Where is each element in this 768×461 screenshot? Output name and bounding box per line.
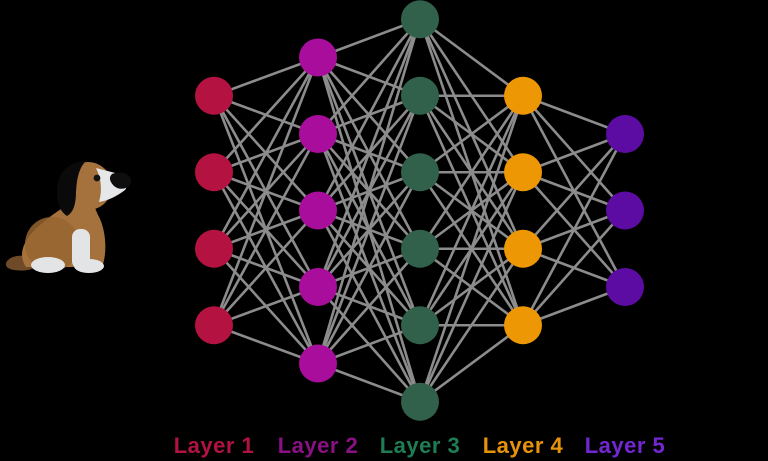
- layer-4-node-2: [504, 153, 542, 192]
- layer-2-node-3: [299, 191, 337, 230]
- edge: [316, 18, 422, 364]
- edge: [419, 324, 524, 403]
- edge: [418, 95, 525, 326]
- edge: [418, 95, 525, 250]
- layer-3-node-5: [401, 306, 439, 345]
- network-nodes: [195, 0, 644, 421]
- edge: [418, 95, 525, 403]
- dog-illustration: [5, 161, 132, 273]
- edge: [213, 56, 319, 174]
- edge: [521, 133, 627, 326]
- edge: [316, 171, 422, 365]
- edge: [418, 171, 525, 403]
- layer-3-label: Layer 3: [379, 433, 461, 458]
- layer-5-node-3: [606, 268, 644, 306]
- layer-1-node-3: [195, 229, 233, 268]
- dog-hind-paw: [31, 257, 65, 273]
- layer-2-node-1: [299, 38, 337, 77]
- layer-2-node-4: [299, 268, 337, 306]
- edge: [317, 247, 421, 365]
- layer-3-node-3: [401, 153, 439, 192]
- edge: [212, 56, 320, 250]
- layer-2-node-5: [299, 344, 337, 383]
- layer-5-node-2: [606, 191, 644, 230]
- network-edges: [212, 18, 627, 403]
- layer-4-node-4: [504, 306, 542, 345]
- layer-3-node-4: [401, 229, 439, 268]
- layer-1-node-2: [195, 153, 233, 192]
- edge: [418, 248, 525, 403]
- edge: [522, 209, 626, 327]
- dog-haunch: [25, 217, 79, 271]
- edge: [316, 18, 422, 212]
- layer-4-node-3: [504, 229, 542, 268]
- layer-4-node-1: [504, 76, 542, 115]
- layer-3-node-6: [401, 382, 439, 421]
- layer-2-label: Layer 2: [277, 433, 359, 458]
- layer-2-node-2: [299, 115, 337, 153]
- layer-5-label: Layer 5: [584, 433, 666, 458]
- edge: [212, 57, 320, 326]
- edge: [316, 18, 422, 288]
- dog-nose: [109, 172, 132, 189]
- edge: [317, 18, 421, 135]
- dog-front-paw: [74, 259, 104, 273]
- dog-front-leg: [72, 229, 90, 269]
- layer-4-label: Layer 4: [482, 433, 564, 458]
- layer-1-node-1: [195, 76, 233, 115]
- layer-5-node-1: [606, 115, 644, 153]
- layer-3-node-1: [401, 0, 439, 39]
- layer-1-node-4: [195, 306, 233, 345]
- layer-1-label: Layer 1: [173, 433, 255, 458]
- dog-ear: [56, 161, 86, 216]
- edge: [419, 18, 524, 97]
- edge: [213, 209, 319, 327]
- dog-eye: [93, 174, 101, 182]
- edge: [419, 94, 524, 174]
- edge: [212, 133, 320, 326]
- layer-3-node-2: [401, 76, 439, 115]
- edge: [522, 133, 626, 250]
- edge: [316, 95, 422, 364]
